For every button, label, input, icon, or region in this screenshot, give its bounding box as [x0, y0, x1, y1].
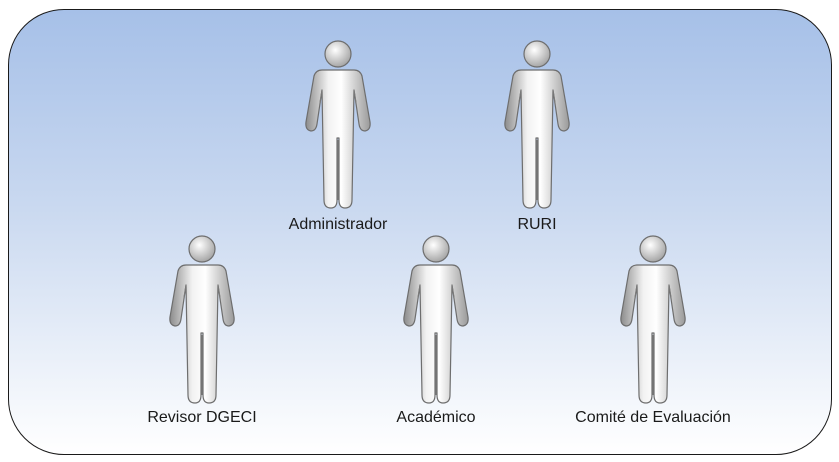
- person-icon: [400, 235, 472, 407]
- actor-revisor-dgeci[interactable]: Revisor DGECI: [112, 235, 292, 435]
- system-boundary: [8, 9, 832, 455]
- actor-ruri[interactable]: RURI: [447, 40, 627, 240]
- actor-label: Administrador: [288, 216, 388, 233]
- person-icon: [617, 235, 689, 407]
- actor-label: Académico: [396, 409, 476, 426]
- actor-administrador[interactable]: Administrador: [248, 40, 428, 240]
- actor-label: Revisor DGECI: [147, 409, 257, 426]
- actor-label: RURI: [517, 216, 557, 233]
- person-icon: [166, 235, 238, 407]
- person-icon: [501, 40, 573, 212]
- actor-academico[interactable]: Académico: [346, 235, 526, 435]
- actor-label: Comité de Evaluación: [575, 409, 731, 426]
- person-icon: [302, 40, 374, 212]
- actor-comite-evaluacion[interactable]: Comité de Evaluación: [563, 235, 743, 435]
